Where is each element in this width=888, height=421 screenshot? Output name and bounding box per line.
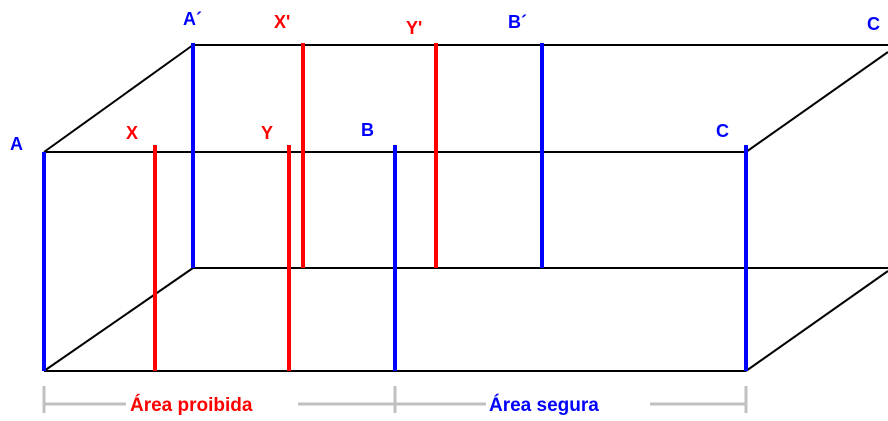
label-B-prime: B´ — [508, 12, 527, 32]
label-X-prime: X' — [274, 12, 290, 32]
left-bottom-diagonal — [43, 267, 194, 372]
right-bottom-diagonal — [745, 270, 888, 372]
area-labels: Área proibida Área segura — [130, 394, 599, 416]
label-B: B — [361, 120, 374, 140]
label-Y: Y — [261, 123, 273, 143]
label-C-prime: C — [867, 14, 880, 34]
vertical-posts — [42, 43, 748, 371]
area-brackets — [42, 386, 748, 413]
label-safe-area: Área segura — [489, 394, 599, 416]
left-top-diagonal — [43, 44, 194, 153]
label-A: A — [10, 134, 23, 154]
label-Y-prime: Y' — [406, 18, 422, 38]
point-labels: A X Y B C A´ X' Y' B´ C — [10, 9, 880, 154]
label-A-prime: A´ — [183, 9, 202, 29]
label-C: C — [716, 121, 729, 141]
label-forbidden-area: Área proibida — [130, 394, 253, 416]
right-top-diagonal — [745, 51, 888, 153]
box-frame — [43, 44, 888, 372]
label-X: X — [126, 123, 138, 143]
